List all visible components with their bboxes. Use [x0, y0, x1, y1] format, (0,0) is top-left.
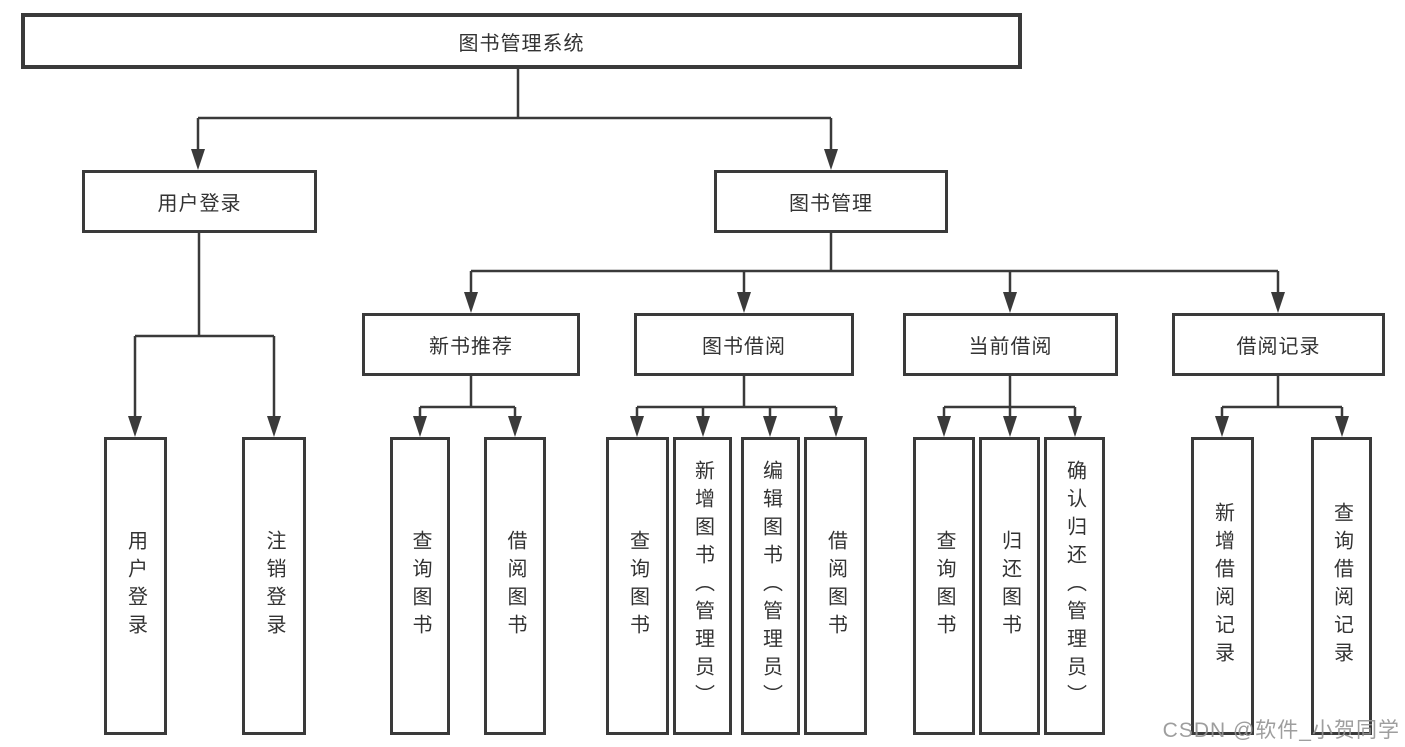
connector-borrow-records-to-leaves: [1215, 376, 1349, 437]
csdn-watermark: CSDN @软件_小贺同学: [1162, 719, 1400, 742]
node-user-login: 用户登录: [82, 170, 317, 233]
leaf-confirm-return-admin: 确认归还（管理员）: [1044, 437, 1105, 735]
leaf-query-books-recommend: 查询图书: [390, 437, 450, 735]
arrow-down: [1271, 292, 1285, 313]
arrow-down: [696, 416, 710, 437]
arrow-down: [1068, 416, 1082, 437]
arrow-down: [937, 416, 951, 437]
node-borrow-records: 借阅记录: [1172, 313, 1385, 376]
arrow-down: [1003, 292, 1017, 313]
arrow-down: [464, 292, 478, 313]
leaf-edit-book-admin: 编辑图书（管理员）: [741, 437, 800, 735]
arrow-down: [763, 416, 777, 437]
leaf-return-book: 归还图书: [979, 437, 1040, 735]
arrow-down: [1003, 416, 1017, 437]
arrow-down: [508, 416, 522, 437]
leaf-query-borrow-record: 查询借阅记录: [1311, 437, 1372, 735]
node-library-management-system: 图书管理系统: [21, 13, 1022, 69]
arrow-down: [737, 292, 751, 313]
leaf-add-borrow-record: 新增借阅记录: [1191, 437, 1254, 735]
node-book-management: 图书管理: [714, 170, 948, 233]
connector-current-borrow-to-leaves: [937, 376, 1082, 437]
node-book-borrow: 图书借阅: [634, 313, 854, 376]
arrow-down: [824, 149, 838, 170]
connector-root-to-level2: [191, 69, 838, 170]
arrow-down: [191, 149, 205, 170]
arrow-down: [267, 416, 281, 437]
leaf-borrow-books-recommend: 借阅图书: [484, 437, 546, 735]
connector-user-login-to-leaves: [128, 233, 281, 437]
leaf-query-books-current: 查询图书: [913, 437, 975, 735]
leaf-user-login: 用户登录: [104, 437, 167, 735]
connector-book-borrow-to-leaves: [630, 376, 843, 437]
arrow-down: [1335, 416, 1349, 437]
arrow-down: [128, 416, 142, 437]
arrow-down: [413, 416, 427, 437]
arrow-down: [829, 416, 843, 437]
leaf-logout: 注销登录: [242, 437, 306, 735]
node-new-book-recommend: 新书推荐: [362, 313, 580, 376]
node-current-borrow: 当前借阅: [903, 313, 1118, 376]
leaf-query-books-borrow: 查询图书: [606, 437, 669, 735]
arrow-down: [1215, 416, 1229, 437]
connector-new-book-rec-to-leaves: [413, 376, 522, 437]
leaf-add-book-admin: 新增图书（管理员）: [673, 437, 732, 735]
leaf-borrow-books: 借阅图书: [804, 437, 867, 735]
connector-book-mgmt-to-level3: [464, 233, 1285, 313]
arrow-down: [630, 416, 644, 437]
